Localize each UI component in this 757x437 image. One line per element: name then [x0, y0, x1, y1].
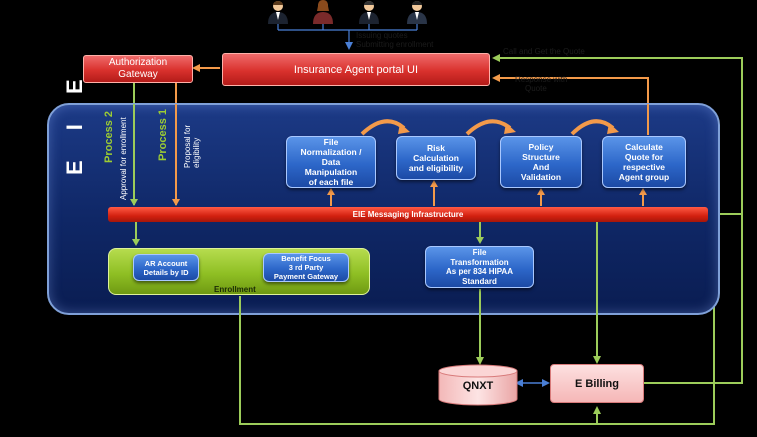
eie-label: E I E — [62, 67, 87, 175]
process1-sub-line2: eligibility — [192, 137, 201, 168]
step2-line: Calculation — [413, 153, 459, 163]
enrollment-arrowhead — [132, 239, 140, 246]
person-icon — [267, 0, 289, 29]
bus-to-steps-heads — [327, 180, 647, 195]
response-line2: Quote — [525, 84, 547, 93]
person-icon — [358, 0, 380, 29]
bus-to-portal-loop — [492, 54, 743, 215]
step4-line: Quote for — [624, 152, 664, 162]
transform-line: As per 834 HIPAA — [446, 267, 513, 276]
person-icon — [406, 0, 428, 29]
transform-line: File — [472, 248, 487, 257]
step3-line: Policy — [528, 142, 554, 152]
process2-title: Process 2 — [103, 111, 115, 163]
process2-sub: Approval for enrollment — [119, 117, 128, 200]
step-arc-heads — [398, 123, 619, 134]
benefit-focus-box[interactable]: Benefit Focus 3 rd Party Payment Gateway — [263, 253, 349, 282]
gateway-label-line2: Gateway — [118, 69, 158, 80]
get-quote-annotation: Call and Get the Quote — [503, 47, 585, 56]
bf-line: Benefit Focus — [281, 254, 331, 263]
bus-label: EIE Messaging Infrastructure — [352, 210, 464, 219]
users-caption-line1: Issuing quotes — [356, 31, 408, 40]
step-file-normalization[interactable]: File Normalization / Data Manipulation o… — [286, 136, 376, 188]
step-policy-structure[interactable]: Policy Structure And Validation — [500, 136, 582, 188]
step4-line: Calculate — [625, 142, 663, 152]
database-icon — [438, 364, 518, 406]
users-caption: Issuing quotes Submitting enrollment — [356, 31, 433, 49]
step1-line: of each file — [308, 177, 354, 187]
step2-line: Risk — [427, 143, 445, 153]
portal-label: Insurance Agent portal UI — [293, 63, 419, 76]
bus-to-steps-overlay — [330, 186, 644, 206]
step1-line: Normalization / — [300, 147, 362, 157]
process1-arrowhead — [172, 199, 180, 206]
step4-line: Agent group — [618, 172, 670, 182]
response-annotation: Response with Quote — [515, 75, 567, 93]
gateway-label-line1: Authorization — [108, 57, 168, 68]
step-risk-calculation[interactable]: Risk Calculation and eligibility — [396, 136, 476, 180]
insurance-agent-portal[interactable]: Insurance Agent portal UI — [222, 53, 490, 86]
transform-arrowhead — [476, 237, 484, 244]
qnxt-database[interactable]: QNXT — [438, 364, 518, 406]
qnxt-label: QNXT — [462, 380, 494, 392]
bf-line: Payment Gateway — [273, 272, 339, 281]
process1-sub-line1: Proposal for — [183, 124, 192, 168]
process1-title: Process 1 — [157, 109, 169, 161]
step3-line: Validation — [520, 172, 562, 182]
step1-line: Data — [321, 157, 341, 167]
bf-line: 3 rd Party — [288, 263, 324, 272]
step3-line: And — [532, 162, 550, 172]
response-line1: Response with — [515, 75, 568, 84]
enrollment-to-ebilling-loop — [239, 296, 601, 425]
step1-line: Manipulation — [304, 167, 358, 177]
step1-line: File — [323, 137, 339, 147]
step-calculate-quote[interactable]: Calculate Quote for respective Agent gro… — [602, 136, 686, 188]
authorization-gateway[interactable]: Authorization Gateway — [83, 55, 193, 83]
step3-line: Structure — [522, 152, 560, 162]
users-caption-line2: Submitting enrollment — [356, 40, 434, 49]
ar-account-box[interactable]: AR Account Details by ID — [133, 254, 199, 281]
process2-arrowhead — [130, 199, 138, 206]
ebilling-system[interactable]: E Billing — [550, 364, 644, 403]
ebilling-to-bus-loop — [644, 214, 743, 384]
enrollment-label: Enrollment — [214, 285, 256, 294]
transform-line: Transformation — [450, 257, 509, 267]
ebilling-label: E Billing — [575, 377, 619, 390]
transform-line: Standard — [462, 276, 497, 286]
step4-line: respective — [622, 162, 666, 172]
process1-sub: Proposal for eligibility — [183, 125, 201, 168]
eie-messaging-bus[interactable]: EIE Messaging Infrastructure — [108, 207, 708, 222]
file-transformation-box[interactable]: File Transformation As per 834 HIPAA Sta… — [425, 246, 534, 288]
ar-line: Details by ID — [143, 267, 189, 277]
ar-line: AR Account — [144, 258, 188, 268]
person-icon — [312, 0, 334, 29]
step2-line: and eligibility — [408, 163, 464, 173]
